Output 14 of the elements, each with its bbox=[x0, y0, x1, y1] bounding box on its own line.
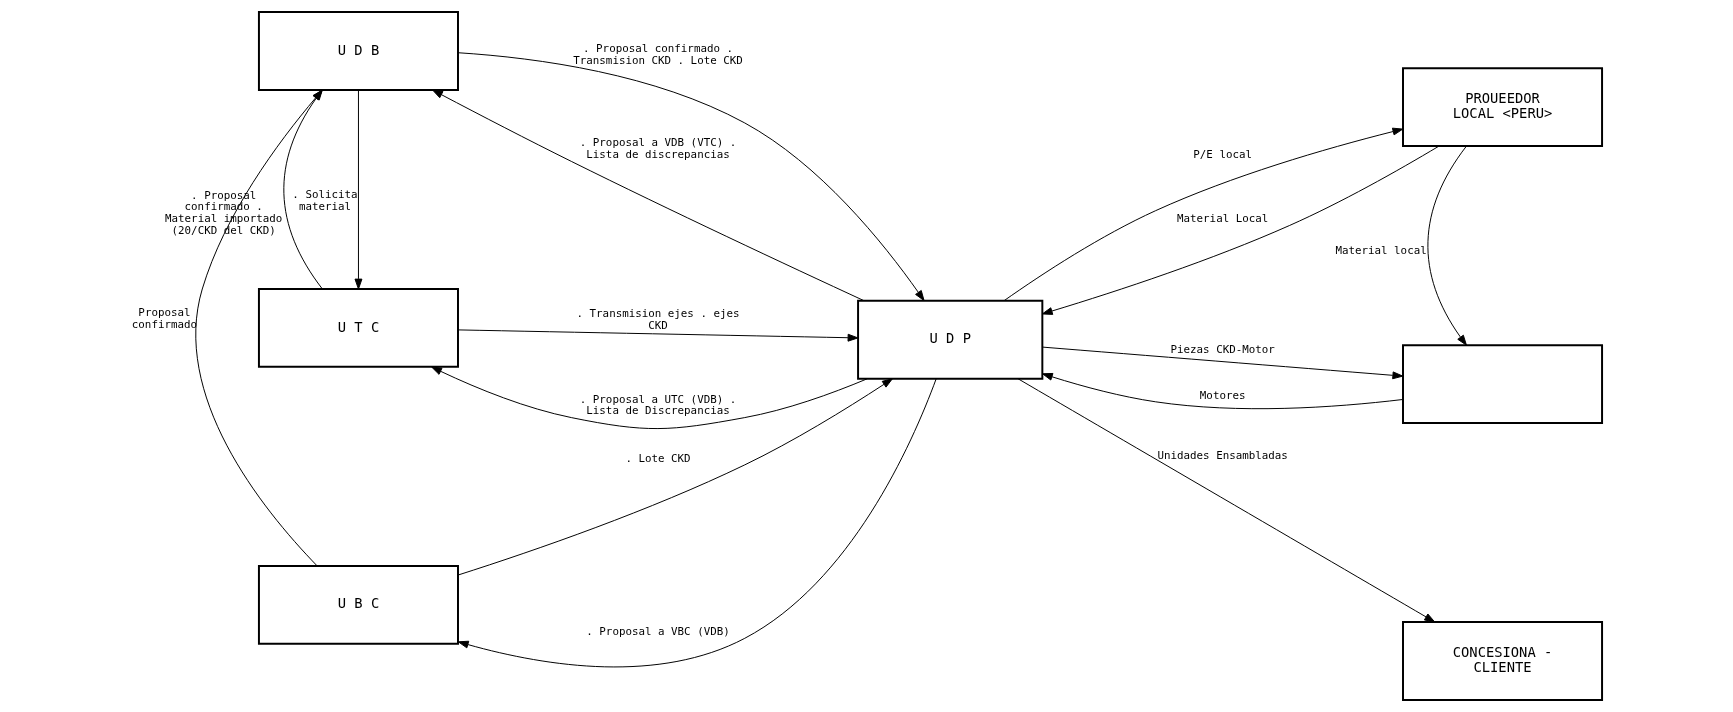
edge-label: Piezas CKD-Motor bbox=[1170, 343, 1275, 357]
edge-label: Material local bbox=[1335, 244, 1427, 257]
edge-label: Material Local bbox=[1177, 212, 1269, 226]
edge-label: Proposal confirmado bbox=[131, 306, 198, 332]
edge-label: . Proposal a UTC (VDB) . Lista de Discrepancias bbox=[579, 392, 737, 418]
edge-label: Motores bbox=[1199, 388, 1246, 402]
edge-label: . Proposal a VDB (VTC) . Lista de discrepancias bbox=[579, 136, 737, 162]
edge-label: . Lote CKD bbox=[625, 451, 691, 465]
edge-label: P/E local bbox=[1193, 148, 1253, 162]
edge-label: Unidades Ensambladas bbox=[1157, 448, 1288, 462]
edge-label: . Proposal confirmado . Transmision CKD . Lote CKD bbox=[573, 41, 743, 67]
edge-label: . Transmision ejes . ejes CKD bbox=[576, 306, 740, 332]
edge-label: . Proposal a VBC (VDB) bbox=[586, 625, 730, 639]
edge-label: . Solicita material bbox=[292, 188, 358, 214]
